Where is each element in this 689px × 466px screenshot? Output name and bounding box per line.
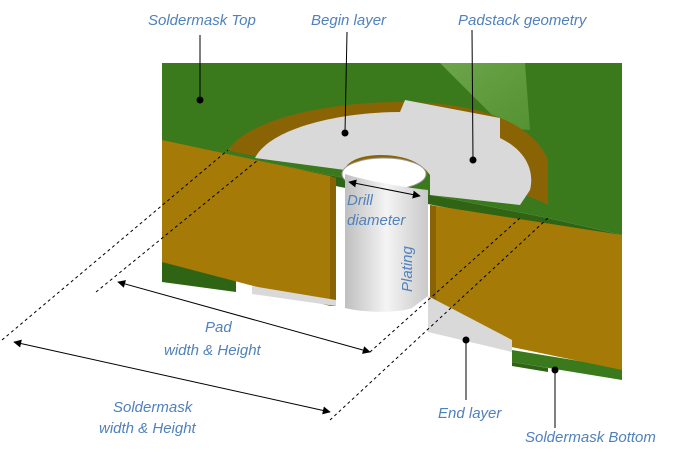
dimension-extension-lines — [1, 149, 549, 421]
label-soldermask-line1: Soldermask — [113, 399, 194, 416]
label-soldermask-bottom: Soldermask Bottom — [525, 429, 656, 446]
label-end-layer: End layer — [438, 405, 502, 422]
label-plating: Plating — [399, 245, 416, 292]
label-padstack-geometry: Padstack geometry — [458, 12, 588, 29]
label-begin-layer: Begin layer — [311, 12, 387, 29]
leader-lines — [199, 29, 556, 428]
label-pad-line1: Pad — [205, 319, 232, 336]
leader-dots — [196, 96, 559, 374]
label-drill-line2: diameter — [347, 212, 406, 229]
label-soldermask-top: Soldermask Top — [148, 12, 256, 29]
label-pad-line2: width & Height — [164, 342, 262, 359]
label-soldermask-line2: width & Height — [99, 420, 197, 437]
dimension-lines — [13, 179, 421, 415]
label-drill-line1: Drill — [347, 192, 373, 209]
